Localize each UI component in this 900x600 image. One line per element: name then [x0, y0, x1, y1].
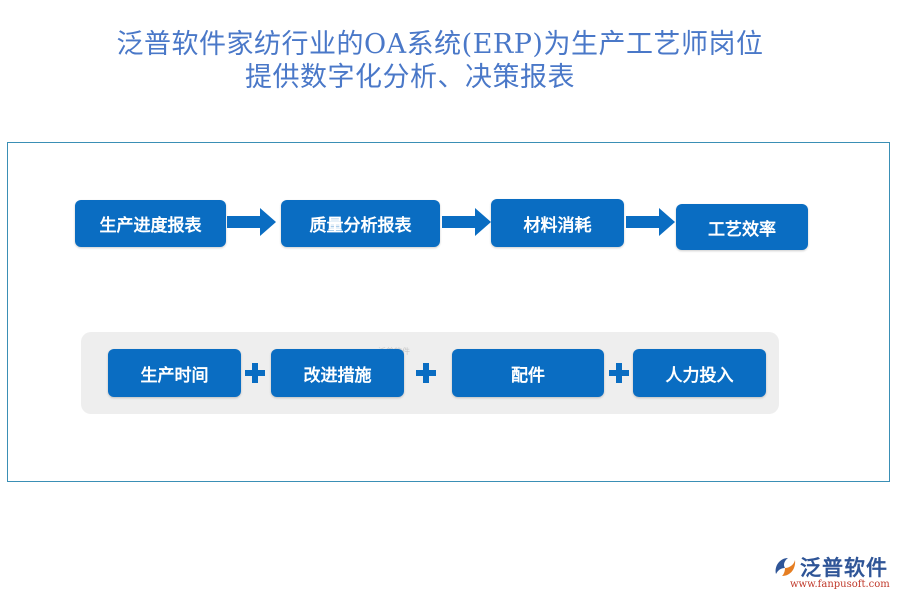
- step-production-progress-report: 生产进度报表: [75, 200, 226, 247]
- title-line-2: 提供数字化分析、决策报表: [245, 62, 575, 93]
- step-quality-analysis-report: 质量分析报表: [281, 200, 440, 247]
- brand-url: www.fanpusoft.com: [790, 579, 890, 590]
- factor-manpower-input: 人力投入: [633, 349, 766, 397]
- factor-production-time: 生产时间: [108, 349, 241, 397]
- right-arrow-icon: [227, 208, 276, 236]
- brand-logo: 泛普软件 www.fanpusoft.com: [772, 552, 894, 592]
- plus-icon: [245, 363, 265, 383]
- step-process-efficiency: 工艺效率: [676, 204, 808, 250]
- factor-improvement-measures: 改进措施: [271, 349, 404, 397]
- page-title: 泛普软件家纺行业的OA系统(ERP)为生产工艺师岗位 提供数字化分析、决策报表: [0, 28, 900, 94]
- diagram-frame: [7, 142, 890, 482]
- right-arrow-icon: [442, 208, 491, 236]
- plus-icon: [416, 363, 436, 383]
- right-arrow-icon: [626, 208, 675, 236]
- plus-icon: [609, 363, 629, 383]
- title-line-1: 泛普软件家纺行业的OA系统(ERP)为生产工艺师岗位: [116, 29, 764, 60]
- brand-logo-icon: [775, 558, 796, 576]
- brand-name: 泛普软件: [800, 556, 888, 580]
- step-material-consumption: 材料消耗: [491, 199, 624, 247]
- factor-accessories: 配件: [452, 349, 604, 397]
